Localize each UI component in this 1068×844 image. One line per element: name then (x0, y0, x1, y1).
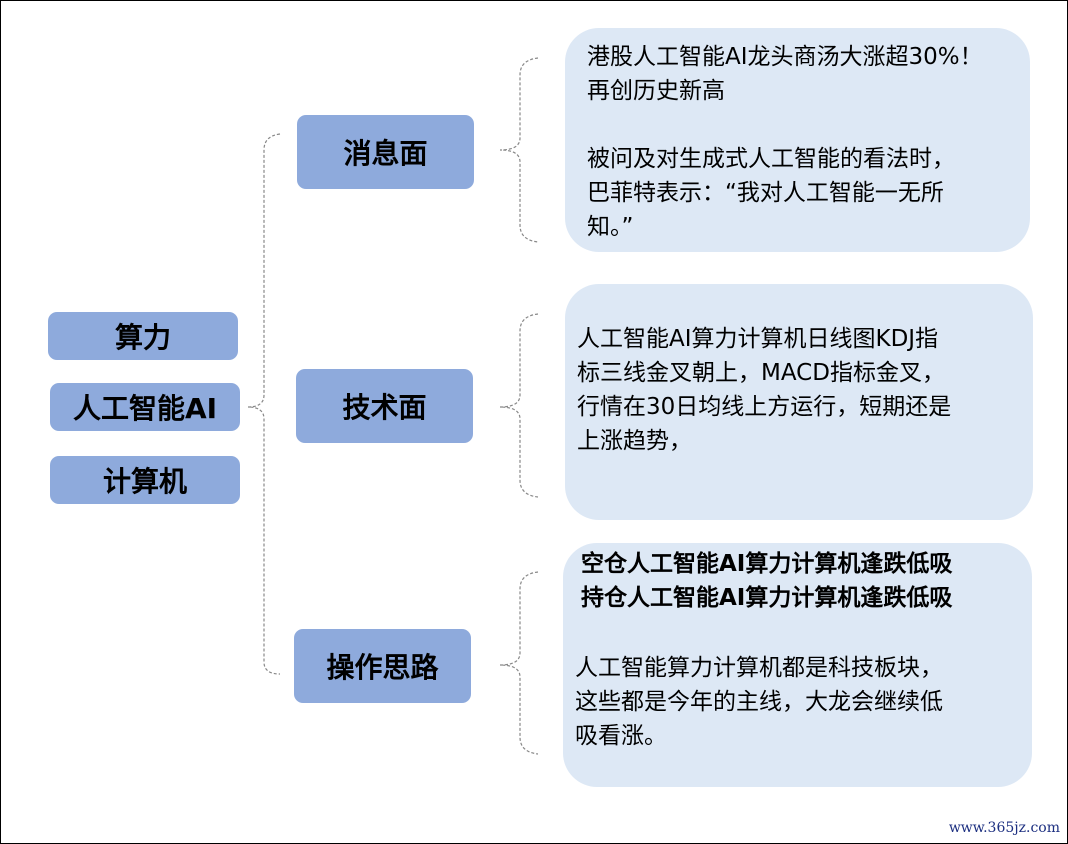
technical-line: 行情在30日均线上方运行，短期还是 (577, 394, 952, 420)
news-line: 再创历史新高 (587, 78, 725, 104)
news-line: 巴菲特表示：“我对人工智能一无所 (587, 180, 944, 206)
news-line: 知。” (587, 214, 634, 240)
news-line: 港股人工智能AI龙头商汤大涨超30%！ (587, 44, 983, 70)
root-node-compute: 算力 (48, 312, 238, 360)
brace-3 (499, 571, 539, 755)
branch-technical: 技术面 (296, 369, 473, 443)
watermark: www.365jz.com (948, 820, 1060, 836)
news-line: 被问及对生成式人工智能的看法时， (587, 146, 955, 172)
technical-line: 标三线金叉朝上，MACD指标金叉， (577, 360, 945, 386)
strategy-line: 人工智能算力计算机都是科技板块， (575, 655, 943, 681)
brace-1 (499, 57, 539, 243)
technical-line: 人工智能AI算力计算机日线图KDJ指 (577, 326, 939, 352)
technical-bubble: 人工智能AI算力计算机日线图KDJ指 标三线金叉朝上，MACD指标金叉， 行情在… (565, 284, 1033, 520)
strategy-headline: 空仓人工智能AI算力计算机逢跌低吸 (581, 551, 953, 577)
strategy-bubble: 空仓人工智能AI算力计算机逢跌低吸 持仓人工智能AI算力计算机逢跌低吸 人工智能… (563, 543, 1032, 787)
branch-strategy: 操作思路 (294, 629, 471, 703)
technical-line: 上涨趋势， (577, 428, 692, 454)
branch-news: 消息面 (297, 115, 474, 189)
root-node-computer: 计算机 (50, 456, 240, 504)
strategy-line: 吸看涨。 (575, 723, 667, 749)
strategy-line: 这些都是今年的主线，大龙会继续低 (575, 689, 943, 715)
root-node-ai: 人工智能AI (50, 383, 240, 431)
strategy-headline: 持仓人工智能AI算力计算机逢跌低吸 (581, 585, 953, 611)
root-bracket (247, 133, 281, 675)
brace-2 (499, 313, 539, 498)
news-bubble: 港股人工智能AI龙头商汤大涨超30%！ 再创历史新高 被问及对生成式人工智能的看… (565, 28, 1030, 252)
